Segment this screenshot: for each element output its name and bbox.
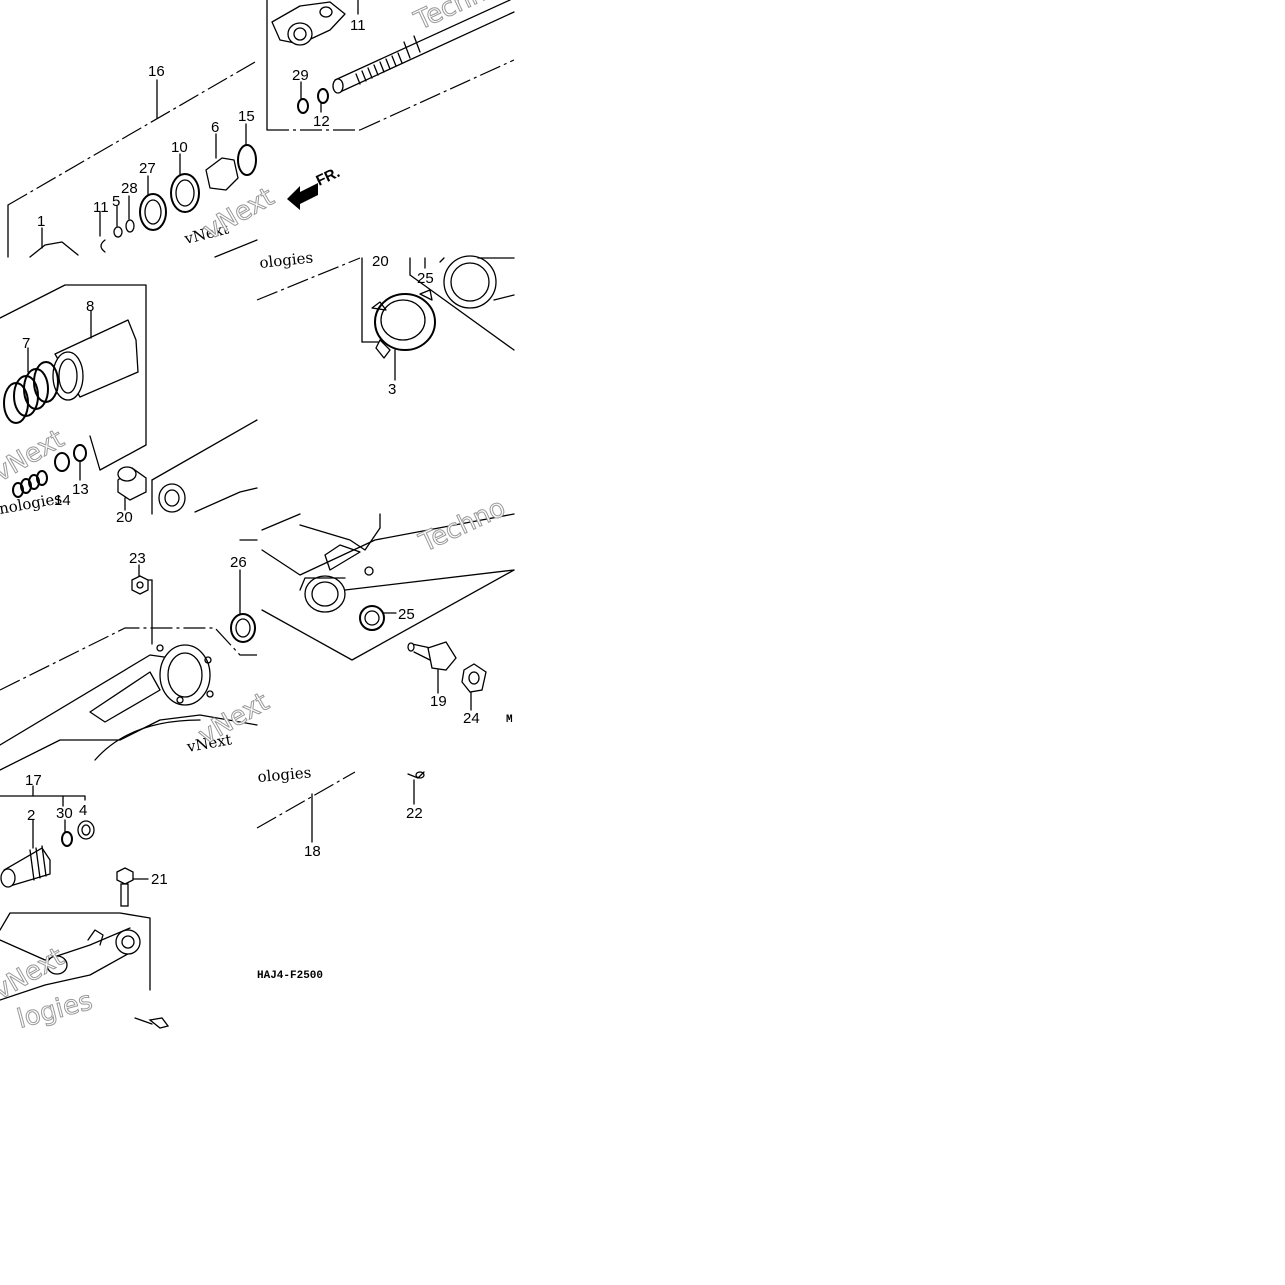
callout-7: 7: [22, 335, 30, 352]
callout-28: 28: [121, 180, 138, 197]
callout-4: 4: [79, 802, 87, 819]
callout-30: 30: [56, 805, 73, 822]
watermark-text: Techno: [409, 0, 505, 37]
callout-24: 24: [463, 710, 480, 727]
callout-29: 29: [292, 67, 309, 84]
watermark-text: vNext: [199, 182, 280, 246]
callout-2: 2: [27, 807, 35, 824]
callout-13: 13: [72, 481, 89, 498]
tile-swing-arm-pivot: Techno 25 19 24 M: [261, 492, 515, 727]
tile-drive-shaft-assembly: vNext vNext 16 1 11 5 28 27 10 6 15: [7, 61, 280, 258]
tile-swing-arm-mount: ologies 22 18 HAJ4-F2500: [256, 763, 425, 982]
callout-21: 21: [151, 871, 168, 888]
callout-10: 10: [171, 139, 188, 156]
tile-final-drive-parts: vNext logies 17 2 30 4 21: [0, 772, 170, 1035]
watermark-text: ologies: [259, 248, 314, 272]
watermark-text: logies: [14, 986, 96, 1035]
tile-pivot-ring: ologies 20 25 3: [256, 248, 515, 398]
callout-26: 26: [230, 554, 247, 571]
callout-25: 25: [398, 606, 415, 623]
callout-1: 1: [37, 213, 45, 230]
callout-22: 22: [406, 805, 423, 822]
callout-18: 18: [304, 843, 321, 860]
corner-mark: M: [506, 714, 513, 726]
callout-19: 19: [430, 693, 447, 710]
callout-20: 20: [372, 253, 389, 270]
watermark-text: vNext: [0, 424, 69, 488]
tile-output-shaft: FR. Techno 11 29 12: [266, 0, 515, 210]
callout-11: 11: [93, 199, 109, 216]
callout-5: 5: [112, 193, 120, 210]
callout-23: 23: [129, 550, 146, 567]
diagram-code: HAJ4-F2500: [257, 970, 323, 982]
callout-27: 27: [139, 160, 156, 177]
callout-6: 6: [211, 119, 219, 136]
callout-15: 15: [238, 108, 255, 125]
watermark-text: ologies: [257, 763, 312, 786]
watermark-text: Techno: [414, 493, 510, 559]
callout-3: 3: [388, 381, 396, 398]
callout-11: 11: [350, 17, 366, 34]
callout-16: 16: [148, 63, 165, 80]
watermark-text: vNext: [194, 687, 275, 751]
direction-label: FR.: [314, 164, 343, 190]
callout-17: 17: [25, 772, 42, 789]
tile-swing-arm-housing: vNext vNext 23 26: [0, 539, 275, 771]
callout-20: 20: [116, 509, 133, 526]
tile-spring-assembly: vNext nologies 8 7 14 13 20: [0, 284, 258, 526]
callout-8: 8: [86, 298, 94, 315]
callout-25: 25: [417, 270, 434, 287]
callout-12: 12: [313, 113, 330, 130]
callout-14: 14: [54, 492, 71, 509]
